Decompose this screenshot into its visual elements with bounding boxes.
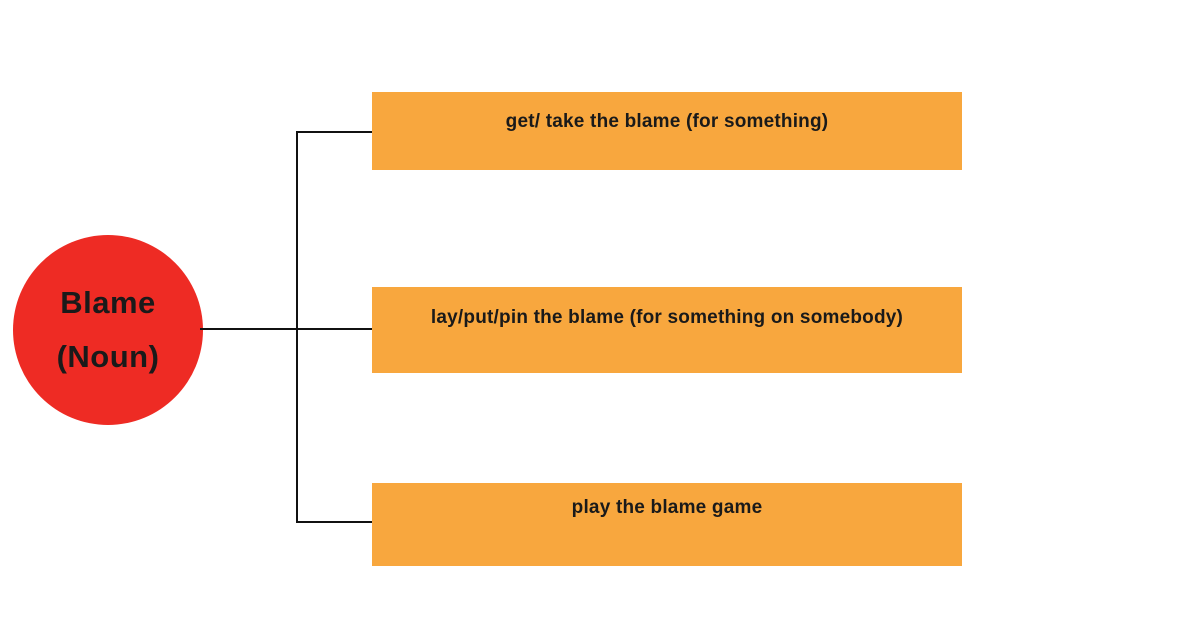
- root-node-label-line1: Blame: [60, 285, 156, 320]
- branch-box-get-take-blame: get/ take the blame (for something): [372, 92, 962, 170]
- connector-branch-bottom: [296, 521, 373, 523]
- branch-label: play the blame game: [571, 497, 763, 518]
- branch-label: lay/put/pin the blame (for something on …: [430, 307, 904, 328]
- root-node-blame: Blame (Noun): [13, 235, 203, 425]
- branch-label: get/ take the blame (for something): [505, 111, 829, 132]
- connector-root-horizontal: [200, 328, 372, 330]
- branch-box-play-blame-game: play the blame game: [372, 483, 962, 566]
- connector-vertical-trunk: [296, 131, 298, 523]
- connector-branch-top: [296, 131, 373, 133]
- root-node-label-line2: (Noun): [56, 339, 160, 374]
- branch-box-lay-put-pin-blame: lay/put/pin the blame (for something on …: [372, 287, 962, 373]
